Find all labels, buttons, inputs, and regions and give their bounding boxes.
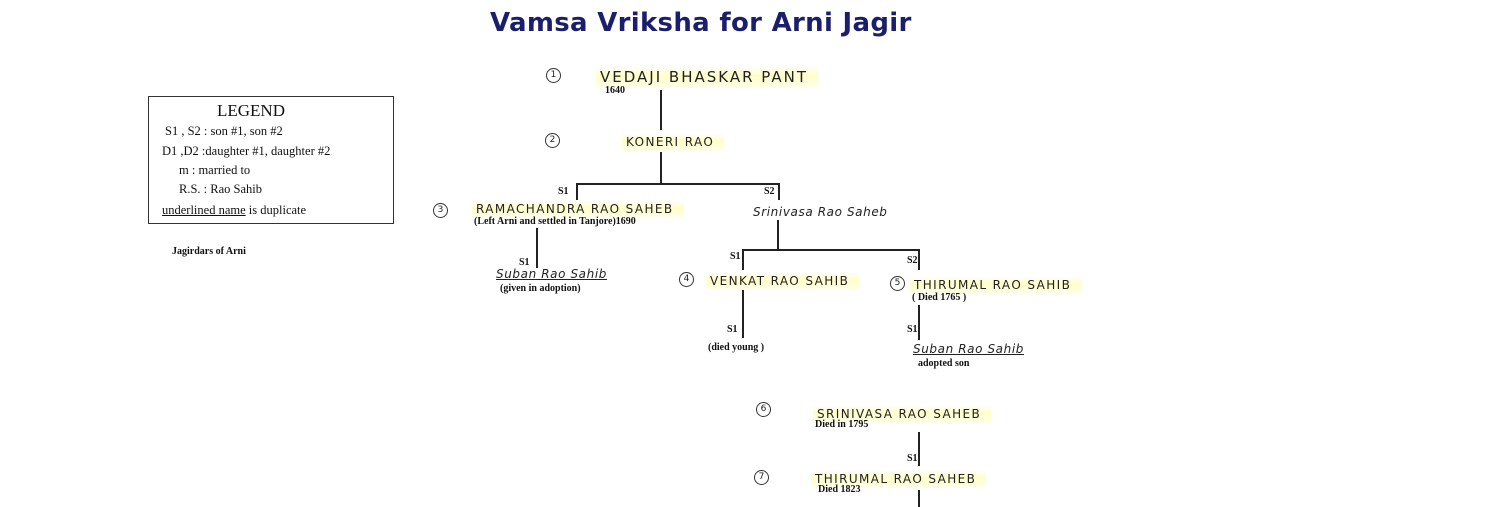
gen-number-7: 7 [754,470,769,485]
legend-row-rao-sahib: R.S. : Rao Sahib [179,182,262,196]
person-suban-2: Suban Rao Sahib [913,342,1024,356]
legend-row-daughters: D1 ,D2 :daughter #1, daughter #2 [162,144,331,158]
gen-number-4: 4 [679,272,694,287]
gen-number-3: 3 [433,203,448,218]
person-suban-1-note: (given in adoption) [500,283,581,294]
person-thirumal-2: THIRUMAL RAO SAHEB [811,470,987,488]
person-ramachandra-note: (Left Arni and settled in Tanjore)1690 [474,216,636,227]
legend-box: LEGEND S1 , S2 : son #1, son #2 D1 ,D2 :… [148,96,394,224]
page-title: Vamsa Vriksha for Arni Jagir [490,8,912,38]
edge-label-s1-srinivasa-2: S1 [907,453,918,464]
edge-label-s1: S1 [558,186,569,197]
legend-duplicate-text: is duplicate [245,203,307,217]
person-thirumal-2-note: Died 1823 [818,484,861,495]
person-venkat: VENKAT RAO SAHIB [706,272,860,290]
person-vedaji: VEDAJI BHASKAR PANT [596,66,819,88]
person-suban-2-note: adopted son [918,358,970,369]
person-suban-1: Suban Rao Sahib [496,267,607,281]
person-thirumal-1: THIRUMAL RAO SAHIB [910,276,1082,294]
person-thirumal-1-note: ( Died 1765 ) [912,292,967,303]
legend-heading: LEGEND [217,101,285,120]
gen-number-1: 1 [546,68,561,83]
edge-label-s1-ramachandra: S1 [519,257,530,268]
person-srinivasa-1: Srinivasa Rao Saheb [753,205,888,219]
legend-row-duplicate: underlined name is duplicate [162,203,306,218]
person-srinivasa-2: SRINIVASA RAO SAHEB [813,405,992,423]
gen-number-2: 2 [545,133,560,148]
gen-number-5: 5 [890,276,905,291]
legend-underlined-sample: underlined name [162,203,246,217]
edge-label-s1-thirumal: S1 [907,324,918,335]
edge-label-s2: S2 [764,186,775,197]
edge-label-s2-srinivasa: S2 [907,255,918,266]
caption: Jagirdars of Arni [172,246,246,257]
person-srinivasa-2-note: Died in 1795 [815,419,869,430]
person-venkat-child-note: (died young ) [708,342,765,353]
person-koneri: KONERI RAO [622,133,725,151]
gen-number-6: 6 [756,402,771,417]
legend-row-sons: S1 , S2 : son #1, son #2 [165,124,283,138]
person-vedaji-note: 1640 [605,85,625,96]
edge-label-s1-srinivasa: S1 [730,251,741,262]
person-ramachandra: RAMACHANDRA RAO SAHEB [472,200,684,218]
edge-label-s1-venkat: S1 [727,324,738,335]
legend-row-married: m : married to [179,163,251,177]
